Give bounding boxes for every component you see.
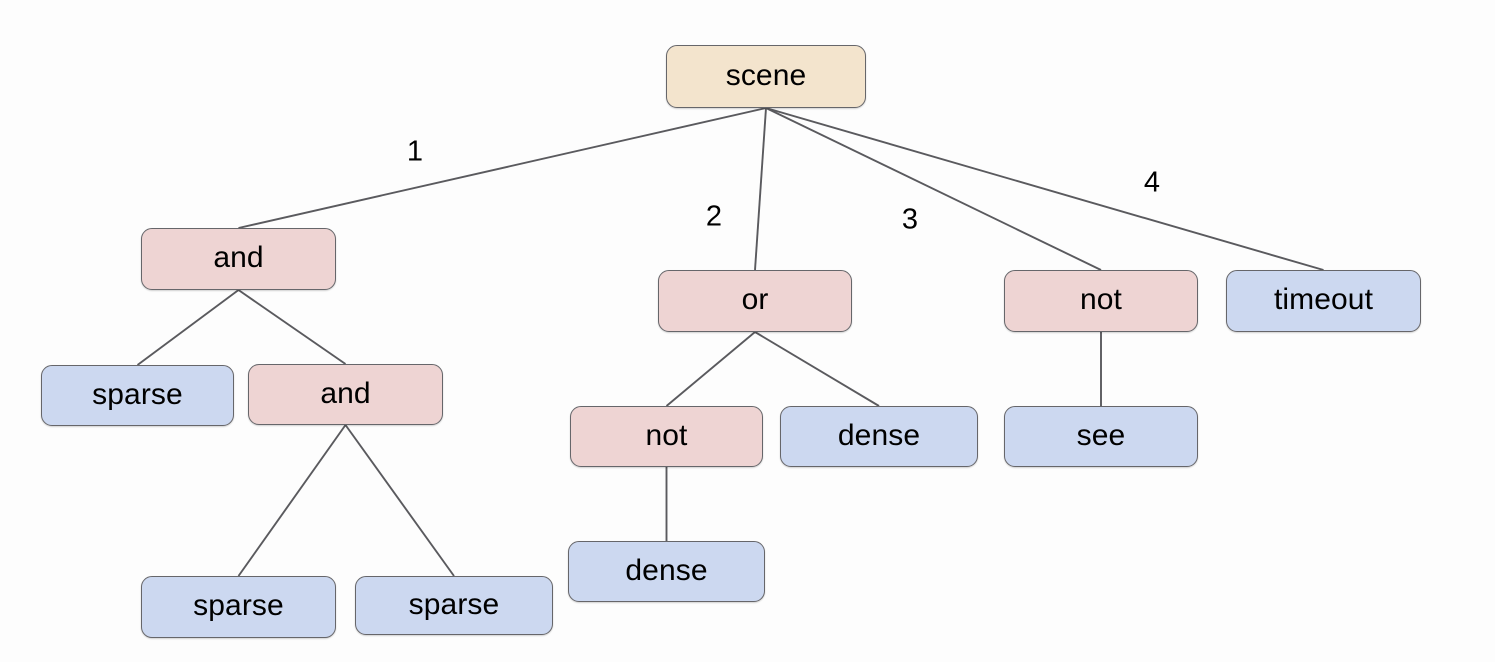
tree-node-label: not — [645, 418, 688, 452]
tree-node-not1[interactable]: not — [570, 406, 763, 467]
tree-node-label: sparse — [408, 587, 500, 621]
tree-edge — [665, 331, 756, 407]
tree-node-label: and — [320, 376, 371, 410]
tree-edge — [237, 424, 347, 577]
tree-node-sparse3[interactable]: sparse — [355, 576, 553, 635]
tree-node-scene[interactable]: scene — [666, 45, 866, 108]
edge-label-4: 4 — [1143, 166, 1161, 199]
tree-edge — [765, 107, 1324, 271]
tree-edge — [754, 331, 880, 407]
tree-node-label: dense — [625, 553, 708, 587]
tree-node-and1[interactable]: and — [141, 228, 336, 290]
tree-edge — [344, 424, 455, 577]
tree-node-label: sparse — [92, 377, 183, 411]
tree-edge — [765, 107, 1102, 271]
tree-node-label: or — [741, 283, 769, 316]
tree-node-dense2[interactable]: dense — [568, 541, 765, 602]
tree-edge — [237, 289, 347, 365]
tree-node-label: see — [1076, 418, 1126, 452]
tree-node-dense1[interactable]: dense — [780, 406, 978, 467]
tree-node-label: not — [1079, 283, 1122, 316]
tree-edge — [754, 107, 767, 271]
tree-node-see1[interactable]: see — [1004, 406, 1198, 467]
edge-label-3: 3 — [901, 203, 919, 236]
tree-node-timeout1[interactable]: timeout — [1226, 270, 1421, 332]
tree-edge — [238, 107, 767, 229]
tree-node-sparse1[interactable]: sparse — [41, 365, 234, 426]
tree-node-and2[interactable]: and — [248, 364, 443, 425]
tree-edge — [136, 289, 240, 366]
tree-node-sparse2[interactable]: sparse — [141, 576, 336, 638]
tree-node-label: timeout — [1273, 283, 1374, 316]
tree-node-label: scene — [725, 58, 807, 92]
tree-node-label: dense — [837, 418, 921, 452]
tree-node-label: sparse — [193, 589, 284, 622]
tree-node-label: and — [213, 241, 264, 274]
edge-label-1: 1 — [406, 135, 424, 168]
edge-label-2: 2 — [705, 200, 723, 233]
tree-node-or1[interactable]: or — [658, 270, 852, 332]
tree-node-not2[interactable]: not — [1004, 270, 1198, 332]
